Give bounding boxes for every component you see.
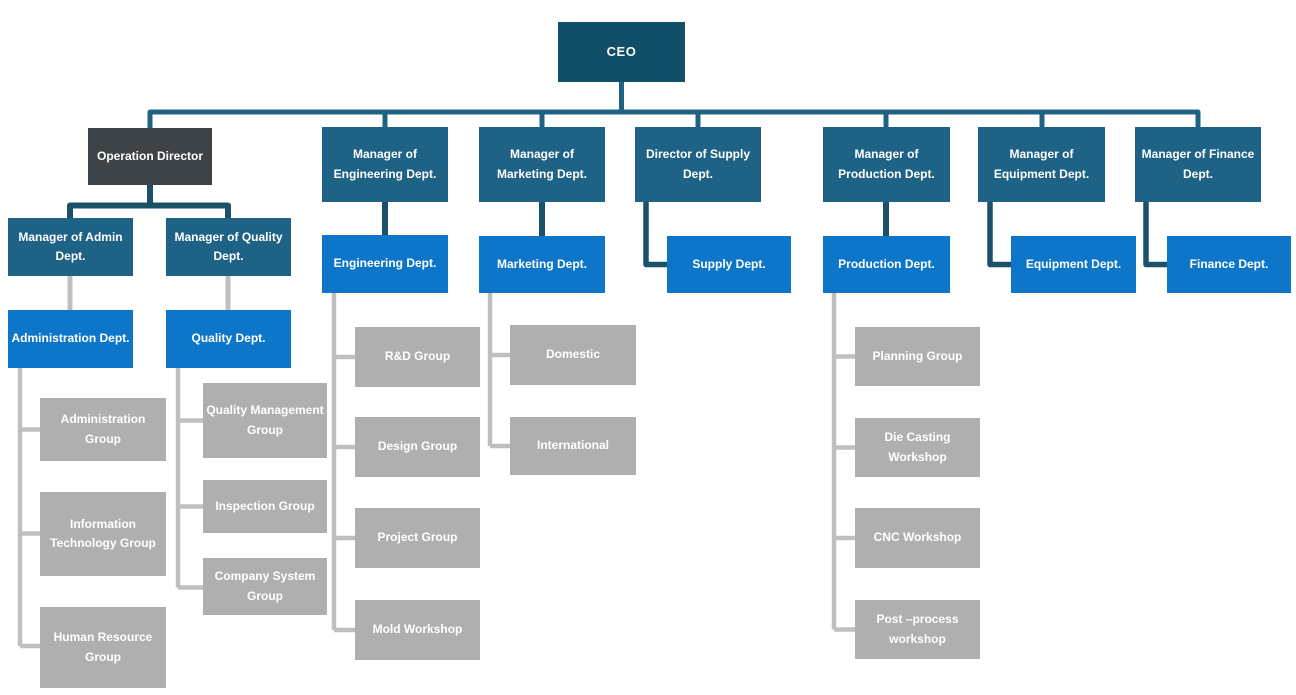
connector-supply-elbow bbox=[643, 200, 668, 268]
node-supply-dept-label: Supply Dept. bbox=[692, 256, 766, 271]
node-manager-finance-label: Manager of Finance Dept. bbox=[1141, 147, 1255, 181]
node-manager-production: Manager of Production Dept. bbox=[823, 127, 950, 202]
node-human-resource-group: Human Resource Group bbox=[40, 607, 166, 688]
node-inspection-group-label: Inspection Group bbox=[215, 498, 315, 513]
node-engineering-dept-label: Engineering Dept. bbox=[333, 256, 437, 271]
node-equipment-dept-label: Equipment Dept. bbox=[1025, 256, 1122, 271]
connector-admin-tree bbox=[17, 366, 41, 649]
node-cnc-workshop-label: CNC Workshop bbox=[873, 530, 962, 545]
node-operation-director: Operation Director bbox=[88, 128, 212, 185]
node-equipment-dept: Equipment Dept. bbox=[1011, 236, 1136, 293]
connector-equipment-elbow bbox=[987, 200, 1012, 268]
node-director-supply-label: Director of Supply Dept. bbox=[645, 147, 750, 181]
node-die-casting-workshop-label: Die Casting Workshop bbox=[884, 430, 951, 464]
node-quality-management-group-label: Quality Management Group bbox=[206, 403, 324, 437]
node-project-group-label: Project Group bbox=[377, 530, 458, 545]
connector-main-spine bbox=[147, 109, 1201, 130]
node-company-system-group: Company System Group bbox=[203, 558, 327, 615]
node-manager-production-label: Manager of Production Dept. bbox=[838, 147, 935, 181]
node-manager-finance: Manager of Finance Dept. bbox=[1135, 127, 1261, 202]
node-engineering-dept: Engineering Dept. bbox=[322, 235, 448, 293]
node-manager-equipment: Manager of Equipment Dept. bbox=[978, 127, 1105, 202]
node-international-label: International bbox=[536, 438, 609, 453]
node-domestic-label: Domestic bbox=[545, 347, 601, 362]
node-ceo-label: CEO bbox=[606, 43, 637, 59]
node-manager-marketing: Manager of Marketing Dept. bbox=[479, 127, 605, 202]
node-manager-engineering: Manager of Engineering Dept. bbox=[322, 127, 448, 202]
node-human-resource-group-label: Human Resource Group bbox=[53, 630, 153, 664]
node-rd-group: R&D Group bbox=[355, 327, 480, 387]
node-inspection-group: Inspection Group bbox=[203, 480, 327, 533]
node-rd-group-label: R&D Group bbox=[384, 349, 451, 364]
node-company-system-group-label: Company System Group bbox=[214, 569, 316, 603]
node-marketing-dept-label: Marketing Dept. bbox=[496, 256, 587, 271]
node-mold-workshop-label: Mold Workshop bbox=[372, 622, 463, 637]
connector-quality-tree bbox=[175, 366, 204, 590]
node-manager-admin: Manager of Admin Dept. bbox=[8, 218, 133, 276]
node-information-technology-group-label: Information Technology Group bbox=[50, 516, 156, 550]
node-quality-dept: Quality Dept. bbox=[166, 310, 291, 368]
node-production-dept: Production Dept. bbox=[823, 236, 950, 293]
connector-production-tree bbox=[831, 291, 856, 632]
connector-finance-elbow bbox=[1143, 200, 1168, 268]
node-finance-dept: Finance Dept. bbox=[1167, 236, 1291, 293]
node-project-group: Project Group bbox=[355, 508, 480, 568]
node-finance-dept-label: Finance Dept. bbox=[1189, 256, 1269, 271]
node-design-group-label: Design Group bbox=[377, 439, 458, 454]
node-manager-marketing-label: Manager of Marketing Dept. bbox=[496, 147, 587, 181]
connector-engineering-tree bbox=[331, 291, 356, 633]
connector-spine-ticks bbox=[382, 112, 1045, 129]
node-manager-admin-label: Manager of Admin Dept. bbox=[18, 229, 123, 263]
node-international: International bbox=[510, 417, 636, 475]
node-operation-director-label: Operation Director bbox=[96, 148, 204, 163]
node-quality-management-group: Quality Management Group bbox=[203, 383, 327, 458]
node-administration-group: Administration Group bbox=[40, 398, 166, 461]
node-manager-engineering-label: Manager of Engineering Dept. bbox=[333, 147, 437, 181]
node-supply-dept: Supply Dept. bbox=[667, 236, 791, 293]
node-planning-group: Planning Group bbox=[855, 327, 980, 386]
node-mold-workshop: Mold Workshop bbox=[355, 600, 480, 660]
node-administration-group-label: Administration Group bbox=[60, 412, 146, 446]
node-planning-group-label: Planning Group bbox=[872, 348, 963, 363]
node-quality-dept-label: Quality Dept. bbox=[191, 331, 266, 346]
node-domestic: Domestic bbox=[510, 325, 636, 385]
node-post-process-workshop: Post –process workshop bbox=[855, 600, 980, 659]
node-marketing-dept: Marketing Dept. bbox=[479, 236, 605, 293]
node-administration-dept-label: Administration Dept. bbox=[11, 331, 130, 346]
node-manager-quality: Manager of Quality Dept. bbox=[166, 218, 291, 276]
node-cnc-workshop: CNC Workshop bbox=[855, 508, 980, 568]
connector-opdirector-bracket bbox=[67, 202, 231, 220]
node-information-technology-group: Information Technology Group bbox=[40, 492, 166, 576]
node-design-group: Design Group bbox=[355, 417, 480, 477]
node-ceo: CEO bbox=[558, 22, 685, 82]
node-production-dept-label: Production Dept. bbox=[838, 256, 935, 271]
node-director-supply: Director of Supply Dept. bbox=[635, 127, 761, 202]
node-die-casting-workshop: Die Casting Workshop bbox=[855, 418, 980, 477]
node-administration-dept: Administration Dept. bbox=[8, 310, 133, 368]
node-manager-equipment-label: Manager of Equipment Dept. bbox=[993, 147, 1090, 181]
node-manager-quality-label: Manager of Quality Dept. bbox=[174, 229, 283, 263]
node-post-process-workshop-label: Post –process workshop bbox=[876, 612, 959, 646]
connector-marketing-tree bbox=[487, 291, 511, 449]
